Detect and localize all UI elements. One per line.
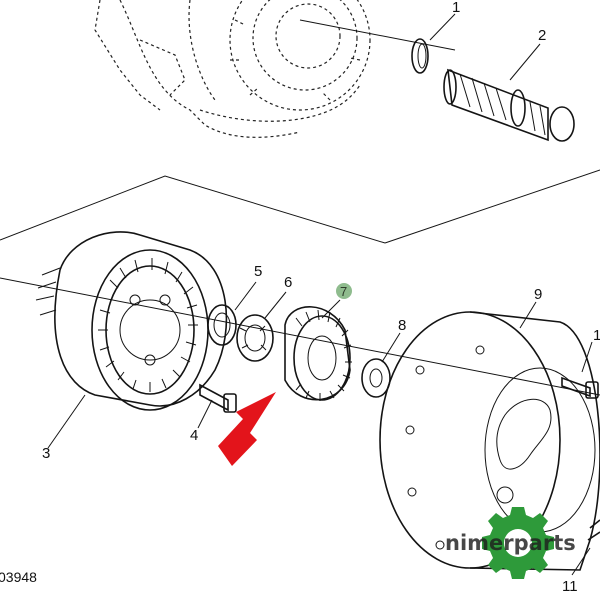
leader-lines bbox=[47, 13, 593, 576]
housing-dashed-outline bbox=[94, 0, 456, 138]
callout-9: 9 bbox=[534, 286, 542, 303]
callout-4: 4 bbox=[190, 427, 198, 444]
watermark-text: nimerparts bbox=[445, 531, 576, 555]
callout-2: 2 bbox=[538, 27, 546, 44]
callout-1: 1 bbox=[452, 0, 460, 16]
pinion-gear-part bbox=[284, 306, 352, 401]
bolt-part bbox=[199, 383, 237, 413]
callout-3: 3 bbox=[42, 445, 50, 462]
callout-5: 5 bbox=[254, 263, 262, 280]
callout-7-highlight bbox=[336, 283, 352, 299]
section-frame bbox=[0, 169, 600, 396]
splined-shaft-part bbox=[443, 68, 575, 142]
red-arrow-indicator bbox=[218, 392, 276, 466]
callout-10: 1 bbox=[593, 327, 600, 344]
callout-11: 11 bbox=[562, 578, 578, 595]
thrust-washer-part bbox=[207, 304, 237, 346]
gear-icon bbox=[482, 507, 554, 579]
callout-7: 7 bbox=[340, 284, 347, 299]
stud-bolt-part bbox=[561, 376, 600, 541]
snap-ring-part bbox=[411, 38, 429, 74]
ring-gear-drum-part bbox=[35, 231, 228, 411]
hub-flange-part bbox=[379, 311, 600, 571]
figure-reference-code: 03948 bbox=[0, 569, 37, 585]
watermark-logo: nimerparts bbox=[445, 507, 576, 579]
callout-6: 6 bbox=[284, 274, 292, 291]
bearing-part bbox=[236, 314, 274, 362]
washer-part bbox=[361, 358, 391, 398]
callout-8: 8 bbox=[398, 317, 406, 334]
